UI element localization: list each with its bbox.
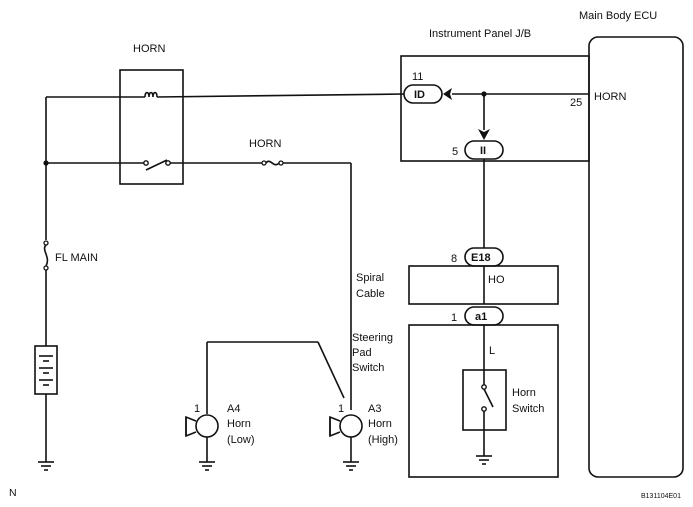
instrument-panel-jb-label: Instrument Panel J/B	[429, 28, 531, 40]
horn-switch-arm	[483, 388, 494, 408]
horn-switch-contact-bottom	[481, 406, 487, 412]
relay-contact-left	[143, 160, 149, 166]
figure-code-label: B131104E01	[641, 493, 681, 500]
fl-main-label: FL MAIN	[55, 252, 98, 264]
spiral-ho-label: HO	[488, 274, 505, 286]
horn-a3-label-2: Horn	[368, 418, 392, 430]
relay-contact-right	[165, 160, 171, 166]
steering-pad-label-1: Steering	[352, 332, 393, 344]
relay-switch-arm	[145, 159, 168, 171]
horn-relay-box	[119, 69, 184, 185]
connector-a1-pin: 1	[451, 312, 457, 324]
battery-box	[34, 345, 58, 395]
instrument-panel-jb-box	[400, 55, 590, 162]
ground-icon-a3	[343, 461, 359, 471]
main-body-ecu-box	[588, 36, 684, 478]
horn-fuse-icon	[265, 160, 280, 166]
ground-icon-a4	[199, 461, 215, 471]
connector-id-pin: 11	[412, 71, 423, 83]
horn-a4-label-1: A4	[227, 403, 240, 415]
junction-dot-jb	[481, 91, 487, 97]
connector-a1-label: a1	[475, 311, 487, 323]
horn-relay-label: HORN	[133, 43, 165, 55]
spiral-cable-label-1: Spiral	[356, 272, 384, 284]
horn-switch-label-1: Horn	[512, 387, 536, 399]
horn-a4-bell-icon	[185, 415, 197, 438]
fl-main-end-bottom	[43, 265, 49, 271]
steering-pad-label-3: Switch	[352, 362, 384, 374]
horn-fuse-end-right	[278, 160, 284, 166]
connector-id-label: ID	[414, 89, 425, 101]
wire-color-label: L	[489, 345, 495, 357]
horn-a3-label-3: (High)	[368, 434, 398, 446]
arrow-into-id-icon	[443, 88, 452, 100]
horn-fuse-label: HORN	[249, 138, 281, 150]
connector-e18-pin: 8	[451, 253, 457, 265]
ground-icon-battery	[38, 461, 54, 471]
wire-top-right	[156, 93, 405, 98]
arrow-into-ii-icon	[478, 129, 490, 140]
horn-a3-pin: 1	[338, 403, 344, 415]
horn-fuse-end-left	[261, 160, 267, 166]
relay-coil-icon	[144, 91, 158, 98]
connector-ii-label: II	[480, 145, 486, 157]
horn-a4-pin: 1	[194, 403, 200, 415]
horn-a3-label-1: A3	[368, 403, 381, 415]
ecu-horn-pin-label: HORN	[594, 91, 626, 103]
fl-main-end-top	[43, 240, 49, 246]
horn-a4-icon	[195, 414, 219, 438]
main-body-ecu-label: Main Body ECU	[579, 10, 657, 22]
ground-icon-switch	[476, 455, 492, 465]
connector-ii-pin: 5	[452, 146, 458, 158]
wire-a3-to-a4-diagonal	[317, 341, 345, 399]
fl-main-icon	[43, 244, 49, 267]
corner-n-label: N	[9, 487, 17, 499]
horn-a4-label-2: Horn	[227, 418, 251, 430]
horn-a3-bell-icon	[329, 415, 341, 438]
steering-pad-label-2: Pad	[352, 347, 372, 359]
horn-switch-label-2: Switch	[512, 403, 544, 415]
horn-switch-contact-top	[481, 384, 487, 390]
spiral-cable-label-2: Cable	[356, 288, 385, 300]
connector-e18-label: E18	[471, 252, 491, 264]
battery-icon	[39, 355, 53, 386]
ecu-pin-25: 25	[570, 97, 582, 109]
horn-a4-label-3: (Low)	[227, 434, 255, 446]
horn-a3-icon	[339, 414, 363, 438]
